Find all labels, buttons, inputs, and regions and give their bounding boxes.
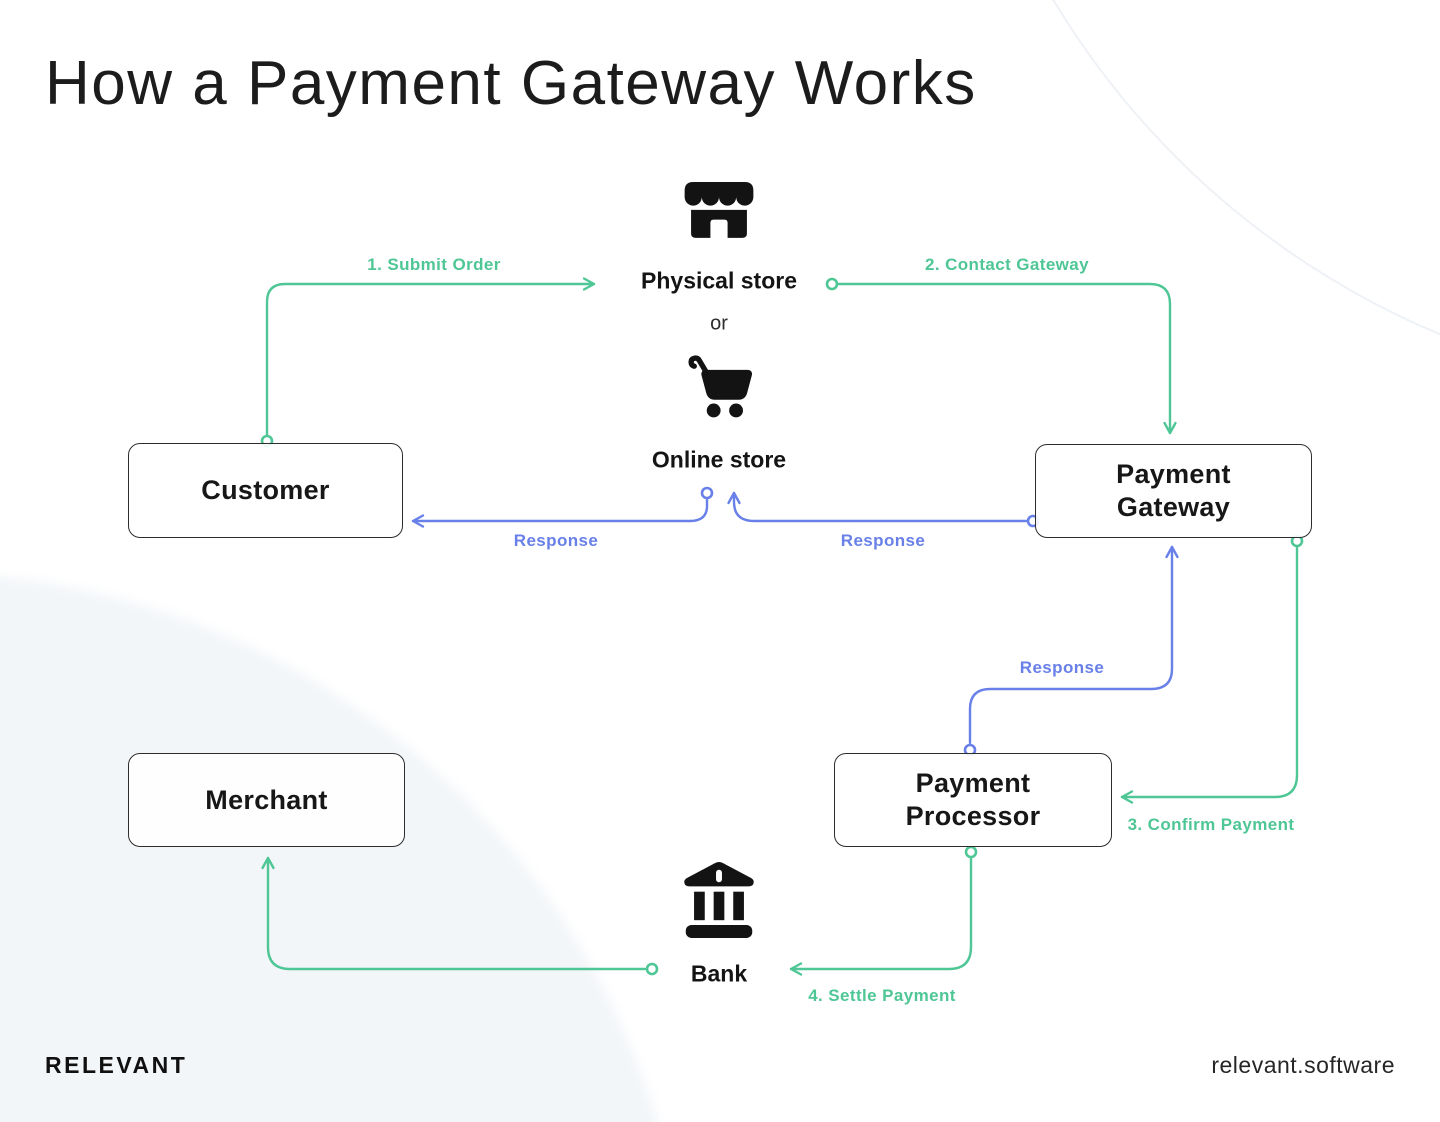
edge-dot-onlinestore-bottom — [700, 486, 714, 500]
brand-logo: RELEVANT — [45, 1052, 188, 1078]
edge-label-response-to-store: Response — [840, 531, 926, 550]
website-link[interactable]: relevant.software — [1211, 1052, 1395, 1078]
edge-confirm-payment — [1120, 546, 1299, 804]
node-label-physical-store: Physical store — [641, 267, 797, 294]
edge-response-to-store — [727, 491, 1028, 523]
edge-bank-to-merchant — [261, 856, 647, 971]
or-label: or — [710, 312, 728, 335]
edge-dot-store-right — [825, 277, 839, 291]
node-merchant: Merchant — [128, 753, 405, 847]
node-payment-gateway-label: Payment Gateway — [1116, 459, 1231, 522]
edge-settle-payment — [789, 857, 973, 976]
storefront-icon — [684, 182, 754, 245]
node-payment-processor-label: Payment Processor — [905, 768, 1041, 831]
page-title: How a Payment Gateway Works — [45, 49, 977, 118]
edge-dot-bank-left — [645, 962, 659, 976]
node-customer: Customer — [128, 443, 403, 538]
bank-icon — [681, 860, 757, 945]
edge-label-submit-order: 1. Submit Order — [367, 255, 501, 274]
edge-label-response-to-gateway: Response — [1019, 658, 1105, 677]
edge-label-settle-payment: 4. Settle Payment — [808, 986, 956, 1005]
edge-label-confirm-payment: 3. Confirm Payment — [1127, 815, 1295, 834]
edge-label-contact-gateway: 2. Contact Gateway — [924, 255, 1090, 274]
edge-response-to-gateway — [968, 545, 1179, 745]
shopping-cart-icon — [684, 355, 754, 424]
node-merchant-label: Merchant — [205, 784, 328, 815]
node-payment-gateway: Payment Gateway — [1035, 444, 1312, 538]
edge-label-response-to-customer: Response — [513, 531, 599, 550]
node-label-online-store: Online store — [651, 446, 787, 473]
node-customer-label: Customer — [201, 475, 330, 506]
edge-submit-order — [265, 277, 596, 437]
edge-response-to-customer — [411, 498, 709, 528]
edge-contact-gateway — [837, 282, 1177, 435]
node-payment-processor: Payment Processor — [834, 753, 1112, 847]
node-label-bank: Bank — [690, 960, 748, 987]
edge-dot-processor-bottom — [964, 845, 978, 859]
